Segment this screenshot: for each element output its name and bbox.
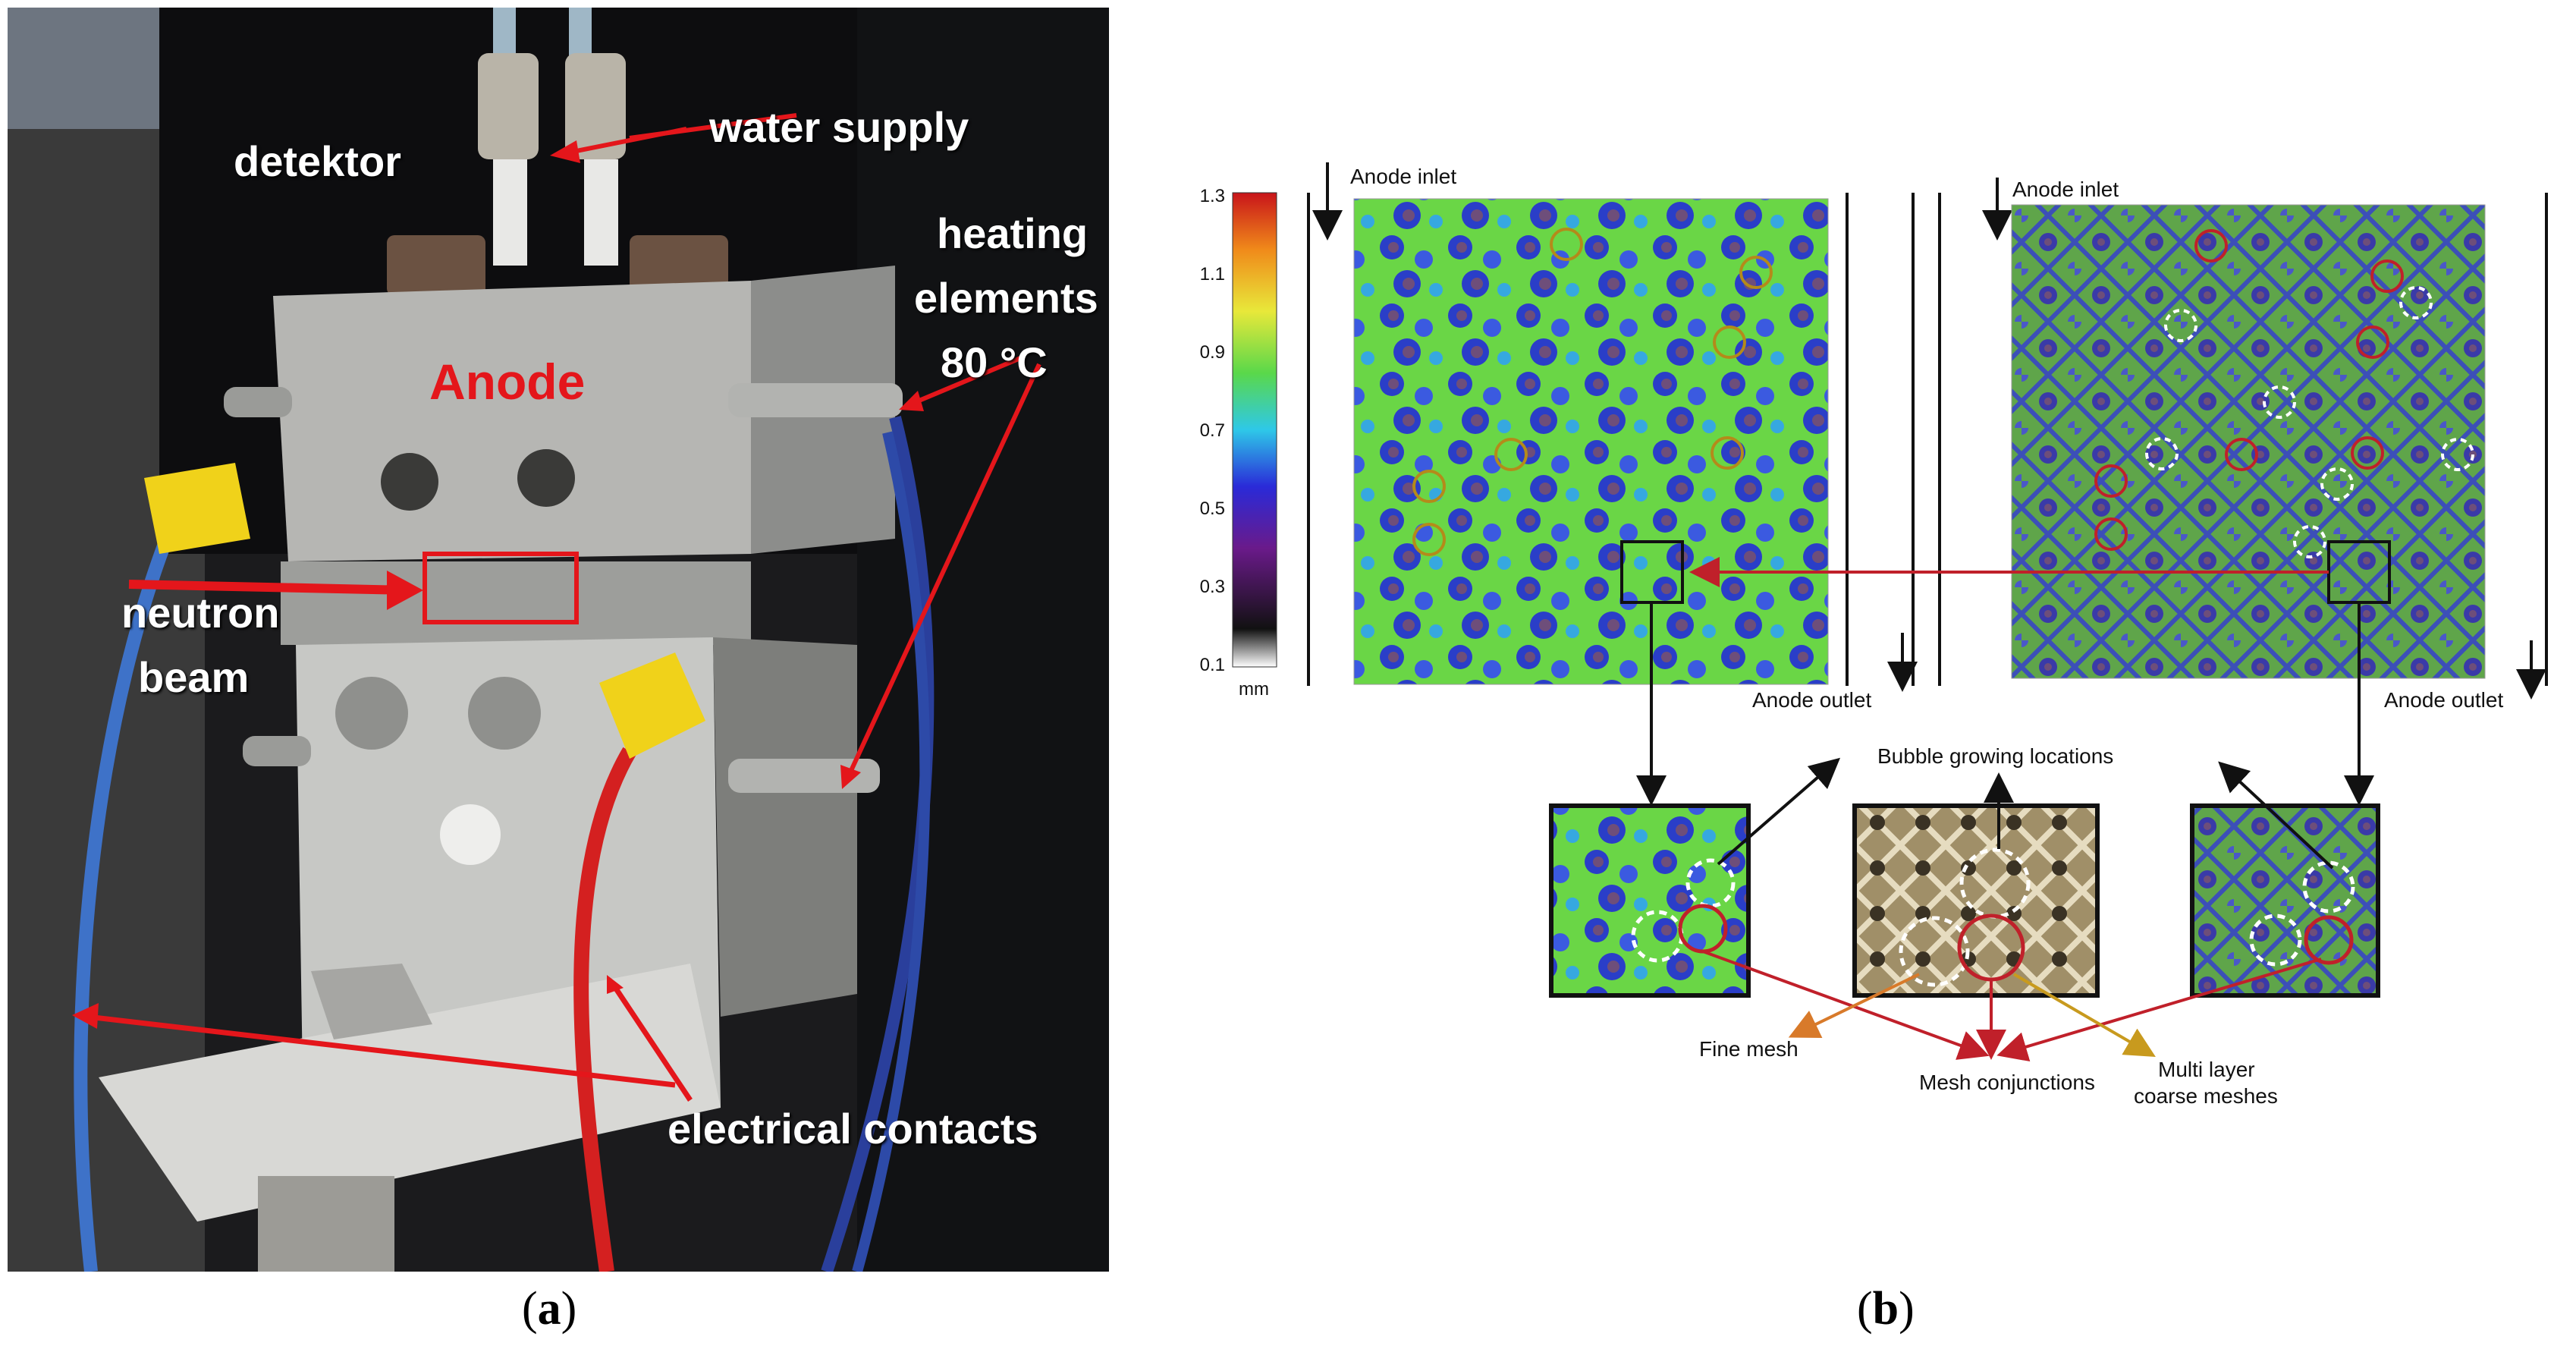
thickness-maps-figure: 1.3 1.1 0.9 0.7 0.5 0.3 0.1 mm: [1200, 162, 2548, 1108]
anode-label: Anode: [429, 354, 586, 410]
caption-b-letter: b: [1872, 1283, 1899, 1335]
bubble-locations-label: Bubble growing locations: [1877, 744, 2113, 768]
left-inset: [1549, 803, 1751, 998]
caption-b: (b): [1857, 1283, 1915, 1335]
caption-a: (a): [522, 1283, 577, 1335]
water-supply-label: water supply: [709, 103, 969, 151]
colorbar-tick: 0.1: [1200, 655, 1225, 675]
colorbar-tick: 1.3: [1200, 186, 1225, 206]
mesh-inset: [1852, 803, 2100, 998]
caption-a-letter: a: [537, 1283, 561, 1335]
colorbar: [1232, 192, 1277, 668]
anode-outlet-left-label: Anode outlet: [1752, 688, 1871, 712]
figure-panel-b: 1.3 1.1 0.9 0.7 0.5 0.3 0.1 mm: [1172, 162, 2568, 1126]
colorbar-tick: 0.9: [1200, 342, 1225, 363]
heating-label-line2: elements: [914, 274, 1098, 322]
neutron-label-line1: neutron: [121, 589, 280, 637]
colorbar-tick: 0.5: [1200, 498, 1225, 519]
anode-inlet-right-label: Anode inlet: [2012, 178, 2119, 201]
colorbar-ticks: 1.3 1.1 0.9 0.7 0.5 0.3 0.1: [1200, 186, 1225, 675]
photo-panel-a: detektor water supply heating elements 8…: [8, 8, 1109, 1272]
mesh-conjunctions-label: Mesh conjunctions: [1919, 1071, 2095, 1094]
setup-photo: [8, 8, 1109, 1272]
colorbar-tick: 0.7: [1200, 420, 1225, 441]
heating-temp-label: 80 °C: [941, 338, 1048, 386]
detector-label: detektor: [234, 137, 401, 185]
multi-layer-label-line1: Multi layer: [2158, 1058, 2255, 1081]
multi-layer-label-line2: coarse meshes: [2134, 1084, 2278, 1108]
anode-inlet-left-label: Anode inlet: [1350, 165, 1456, 188]
colorbar-tick: 1.1: [1200, 264, 1225, 285]
heating-label-line1: heating: [937, 209, 1089, 257]
electrical-contacts-label: electrical contacts: [668, 1105, 1038, 1152]
colorbar-tick: 0.3: [1200, 577, 1225, 597]
colorbar-unit: mm: [1239, 679, 1269, 700]
anode-outlet-right-label: Anode outlet: [2384, 688, 2503, 712]
beam-window-marker: [423, 552, 579, 624]
left-thickness-map: [1353, 198, 1829, 685]
fine-mesh-label: Fine mesh: [1699, 1037, 1798, 1061]
neutron-label-line2: beam: [138, 653, 250, 701]
